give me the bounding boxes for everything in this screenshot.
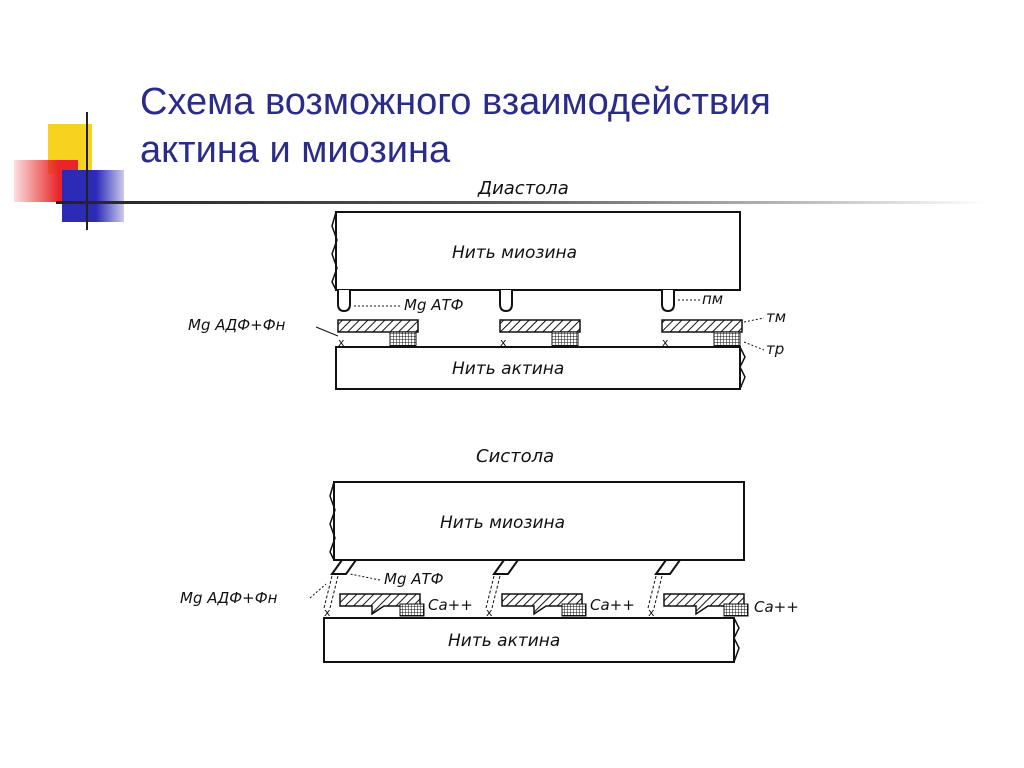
title-underline bbox=[56, 201, 986, 204]
systole-calcium-label-3: Са++ bbox=[754, 598, 799, 616]
diastole-tr-label: тр bbox=[766, 340, 784, 358]
systole-actin-filament: Нить актина bbox=[323, 617, 740, 663]
systole-myosin-heads bbox=[323, 559, 682, 609]
systole-left-products: Mg АДФ+Фн bbox=[180, 589, 278, 607]
systole-tropomyosin-blocks: x x x bbox=[324, 593, 749, 619]
systole-heading: Систола bbox=[476, 446, 554, 467]
diastole-myosin-heads bbox=[337, 290, 675, 313]
diastole-myosin-label: Нить миозина bbox=[452, 243, 577, 263]
diastole-tropomyosin-blocks: x x x bbox=[337, 319, 743, 349]
svg-text:x: x bbox=[338, 336, 345, 349]
systole-calcium-label-1: Са++ bbox=[428, 596, 473, 614]
svg-text:x: x bbox=[500, 336, 507, 349]
svg-text:x: x bbox=[324, 606, 331, 619]
diastole-section: Диастола Нить миозина x bbox=[188, 178, 786, 390]
diastole-heading: Диастола bbox=[477, 178, 569, 199]
systole-calcium-label-2: Са++ bbox=[590, 596, 635, 614]
deco-blue-square bbox=[62, 170, 124, 222]
diastole-myosin-filament: Нить миозина bbox=[331, 211, 741, 291]
systole-section: Систола Нить миозина bbox=[180, 446, 799, 663]
slide-title: Схема возможного взаимодействия актина и… bbox=[140, 78, 920, 174]
diastole-actin-label: Нить актина bbox=[452, 359, 564, 379]
diastole-tm-label: тм bbox=[766, 308, 786, 326]
systole-actin-label: Нить актина bbox=[448, 631, 560, 651]
systole-myosin-label: Нить миозина bbox=[440, 513, 565, 533]
svg-text:x: x bbox=[486, 606, 493, 619]
systole-atp-label: Mg АТФ bbox=[384, 570, 444, 588]
svg-text:x: x bbox=[648, 606, 655, 619]
diastole-left-products: Mg АДФ+Фн bbox=[188, 316, 286, 334]
svg-text:x: x bbox=[662, 336, 669, 349]
systole-myosin-filament: Нить миозина bbox=[329, 481, 745, 561]
slide-title-line2: актина и миозина bbox=[140, 129, 451, 171]
deco-vertical-line bbox=[86, 112, 88, 230]
diastole-atp-label: Mg АТФ bbox=[404, 296, 464, 314]
slide-title-line1: Схема возможного взаимодействия bbox=[140, 81, 771, 123]
diastole-pm-label: пм bbox=[702, 290, 723, 308]
diastole-actin-filament: Нить актина bbox=[335, 346, 746, 390]
